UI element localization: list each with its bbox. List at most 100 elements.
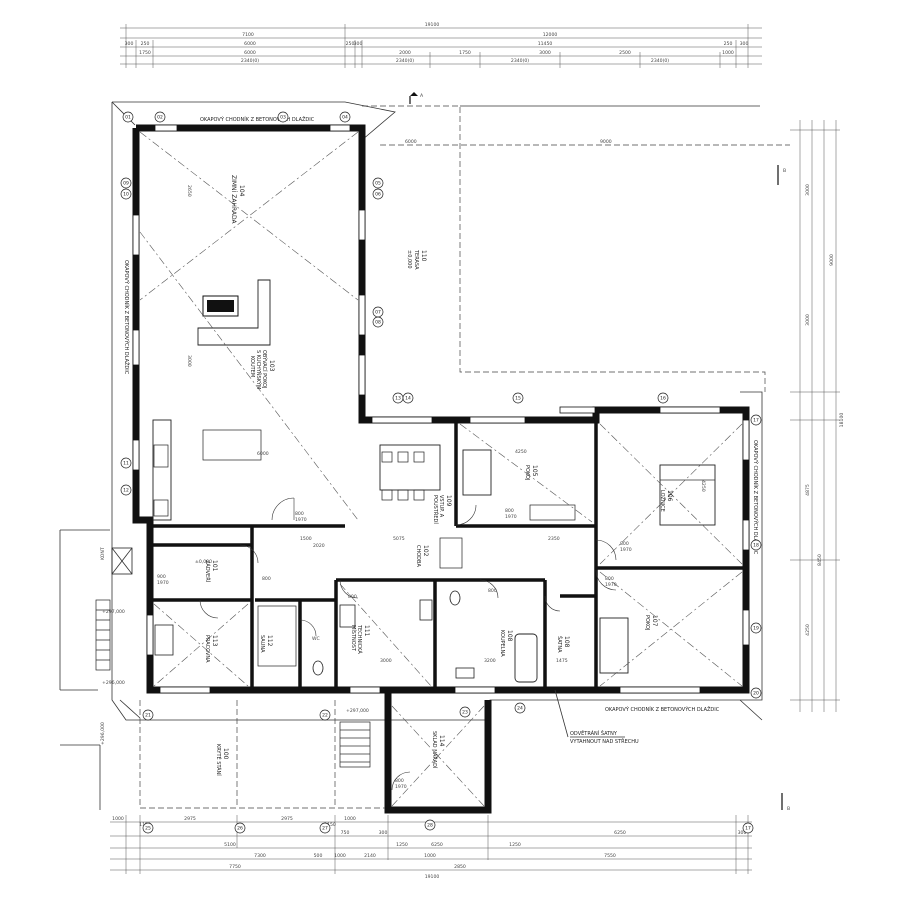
svg-text:104: 104 — [238, 185, 245, 197]
svg-text:MÍSTNOST: MÍSTNOST — [350, 625, 357, 652]
svg-text:24: 24 — [517, 706, 523, 712]
sofa — [197, 279, 271, 346]
room-label-100: 100 KRYTÉ STÁNÍ — [215, 744, 229, 776]
svg-text:103: 103 — [268, 360, 275, 372]
level-ramp: +296,000 — [102, 680, 125, 686]
svg-text:ŠATNA: ŠATNA — [556, 636, 563, 653]
axis-bubble: 18 — [750, 539, 762, 551]
room-label-108: 108 KOUPELNA — [499, 630, 513, 657]
room-label-113: 113 PRACOVNA — [204, 635, 218, 663]
svg-text:13: 13 — [395, 396, 401, 402]
dim-top-r5-3: 2340(0) — [651, 58, 669, 64]
svg-text:2020: 2020 — [313, 543, 325, 549]
axis-bubble: 19 — [750, 622, 762, 634]
svg-text:01: 01 — [125, 115, 131, 121]
svg-text:POUSTŘEDÍ: POUSTŘEDÍ — [432, 495, 440, 524]
axis-bubble: 24 — [514, 702, 526, 714]
top-dimension-chains: 19100 7100 12000 300 250 6000 250 300 11… — [120, 22, 762, 68]
svg-text:107: 107 — [651, 615, 658, 627]
dim-bot-overall: 19100 — [425, 874, 440, 880]
svg-text:3200: 3200 — [484, 658, 496, 664]
toilet — [449, 590, 461, 606]
svg-text:800: 800 — [348, 594, 357, 600]
axis-bubble: 12 — [120, 484, 132, 496]
level-entry: +297,000 — [102, 609, 125, 615]
axis-bubble: 06 — [372, 188, 384, 200]
svg-text:800: 800 — [488, 588, 497, 594]
axis-bubble: 09 — [120, 177, 132, 189]
ventilation-note-2: VYTAHNOUT NAD STŘECHU — [570, 737, 639, 745]
svg-text:28: 28 — [427, 823, 433, 829]
dim-top-r4-0: 1750 — [139, 50, 151, 56]
svg-text:S KUCHYŇSKÝM: S KUCHYŇSKÝM — [255, 350, 262, 389]
svg-text:SAUNA: SAUNA — [259, 635, 265, 653]
dim-bot-b0: 5100 — [224, 842, 236, 848]
section-b-label: B — [783, 168, 786, 174]
svg-text:22: 22 — [322, 713, 328, 719]
bed-105 — [462, 449, 492, 496]
svg-text:26: 26 — [237, 826, 243, 832]
svg-text:5075: 5075 — [393, 536, 405, 542]
dim-bot-c5: 7550 — [604, 853, 616, 859]
svg-text:112: 112 — [266, 635, 273, 647]
dim-bot-d0: 7750 — [229, 864, 241, 870]
bed-106 — [659, 464, 716, 526]
axis-bubble: 13 — [392, 392, 404, 404]
room-label-114: 114 SKLAD NÁŘADÍ — [431, 731, 445, 769]
section-b-label-bottom: B — [787, 806, 790, 812]
svg-text:KOUTEM: KOUTEM — [249, 356, 255, 377]
svg-text:106: 106 — [666, 490, 673, 502]
dim-bot-d1: 2850 — [454, 864, 466, 870]
dim-right-c: 3000 — [805, 184, 811, 196]
dim-right-total: 18100 — [839, 413, 845, 428]
axis-bubble: 05 — [372, 177, 384, 189]
dim-bot-b3: 1250 — [396, 842, 408, 848]
room-label-102: 102 CHODBA — [415, 545, 429, 567]
dim-bot-a6: 6250 — [614, 830, 626, 836]
svg-text:1970: 1970 — [505, 514, 517, 520]
axis-bubble: 26 — [234, 822, 246, 834]
dim-top-r4-3: 1750 — [459, 50, 471, 56]
axis-bubble: 04 — [339, 111, 351, 123]
dim-top-r5-0: 2340(0) — [241, 58, 259, 64]
svg-text:18: 18 — [753, 543, 759, 549]
dim-top-7100: 7100 — [242, 32, 254, 38]
axis-bubble: 11 — [120, 457, 132, 469]
svg-text:POKOJ: POKOJ — [644, 615, 650, 630]
svg-text:17: 17 — [753, 418, 759, 424]
dim-top-r3-1: 250 — [141, 41, 150, 47]
svg-text:14: 14 — [405, 396, 411, 402]
dim-bot-b5: 1250 — [509, 842, 521, 848]
room-label-109: 109 VSTUP. A POUSTŘEDÍ — [432, 495, 452, 524]
dim-right-d: 4875 — [805, 484, 811, 496]
svg-text:TERASA: TERASA — [413, 249, 419, 270]
svg-text:23: 23 — [462, 710, 468, 716]
dim-top-r3-2: 6000 — [244, 41, 256, 47]
svg-text:4250: 4250 — [515, 449, 527, 455]
svg-text:900: 900 — [157, 574, 166, 580]
svg-text:1970: 1970 — [295, 517, 307, 523]
ventilation-note-1: ODVĚTRÁNÍ ŠATNY — [570, 729, 618, 737]
axis-bubble: 16 — [657, 392, 669, 404]
svg-text:16: 16 — [660, 396, 666, 402]
bathtub — [514, 633, 538, 683]
svg-text:101: 101 — [211, 560, 218, 572]
svg-text:ZIMNÍ ZAHRADA: ZIMNÍ ZAHRADA — [230, 175, 237, 224]
svg-text:POKOJ: POKOJ — [524, 465, 530, 480]
svg-text:15: 15 — [515, 396, 521, 402]
svg-text:1970: 1970 — [605, 582, 617, 588]
furniture — [95, 279, 716, 768]
dim-bot-a4: 1150 — [324, 822, 336, 828]
kitchen-counter — [152, 419, 172, 521]
svg-text:114: 114 — [438, 735, 445, 747]
svg-text:1475: 1475 — [556, 658, 568, 664]
levels: +297,000 +296,000 +297,000 ±0,000 +296,0… — [100, 547, 369, 745]
doors — [199, 497, 617, 791]
svg-text:LOŽNICE: LOŽNICE — [659, 490, 667, 512]
svg-text:11: 11 — [123, 461, 129, 467]
level-zero: ±0,000 — [195, 559, 212, 565]
dim-terrace-top2: 9000 — [600, 139, 612, 145]
axis-bubble: 01 — [122, 111, 134, 123]
svg-text:800: 800 — [395, 778, 404, 784]
svg-text:2350: 2350 — [548, 536, 560, 542]
